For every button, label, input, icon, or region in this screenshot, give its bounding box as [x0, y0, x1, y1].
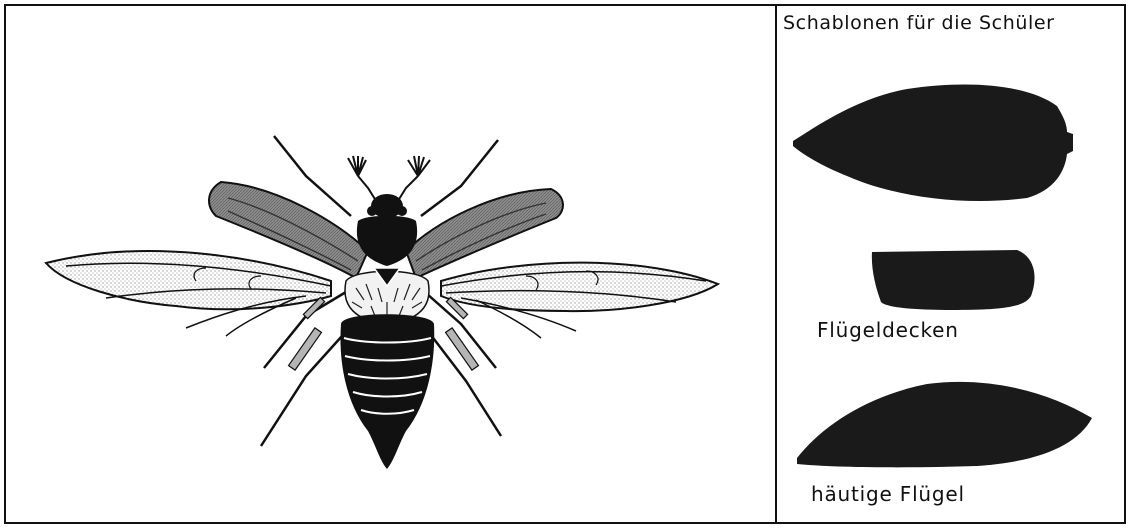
templates-panel: Schablonen für die Schüler Flügeldecken …: [777, 6, 1124, 522]
left-membrane-wing: [46, 251, 331, 336]
beetle-illustration: [6, 6, 773, 522]
template-silhouettes: [777, 6, 1124, 522]
membrane-wings-label: häutige Flügel: [811, 482, 965, 506]
elytra-label: Flügeldecken: [817, 318, 959, 342]
right-membrane-wing: [441, 263, 718, 338]
beetle-abdomen: [340, 314, 434, 469]
membrane-wing-template: [797, 382, 1092, 467]
beetle-drawing: [6, 6, 773, 522]
elytron-template-large: [793, 85, 1073, 202]
elytron-template-small: [872, 250, 1035, 310]
